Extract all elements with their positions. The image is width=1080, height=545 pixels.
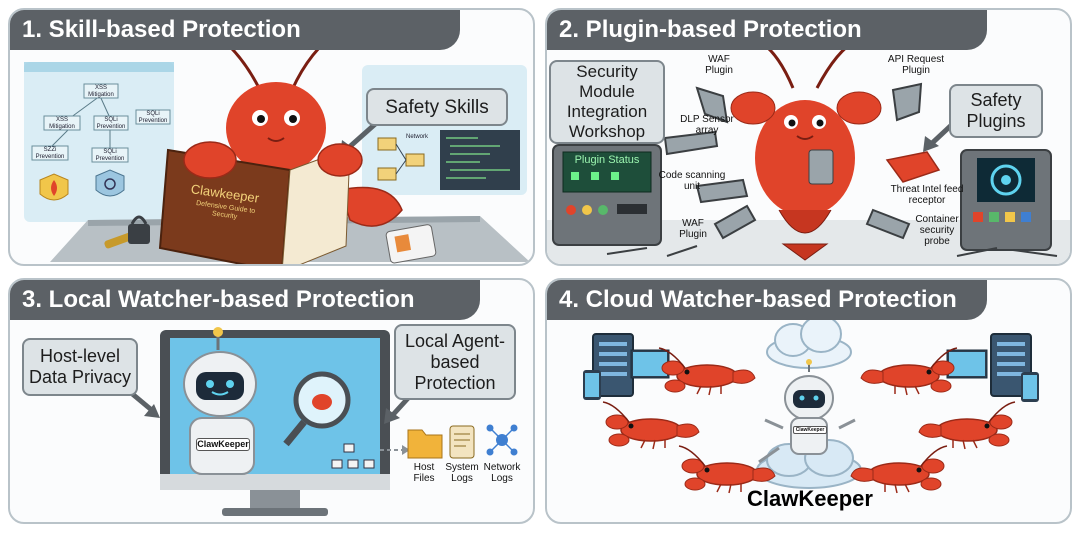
callout-integration-workshop: Security Module Integration Workshop — [549, 60, 665, 144]
skill-illustration — [24, 28, 530, 264]
holo-label-5: SZZi Prevention — [35, 147, 65, 160]
holo-label-2: XSS Mitigation — [49, 117, 75, 130]
cloud-robot-badge: ClawKeeper — [793, 426, 827, 434]
lobster-4 — [860, 347, 958, 396]
folder-icon — [407, 429, 443, 459]
system-logs-label: System Logs — [445, 462, 479, 484]
tool-label-container: Container security probe — [915, 214, 959, 247]
tool-label-api: API Request Plugin — [887, 54, 945, 76]
lobster-5 — [918, 401, 1016, 450]
tool-label-waf-bottom: WAF Plugin — [679, 218, 707, 240]
holo-label-6: SQLi Prevention — [95, 149, 125, 162]
lobster-6 — [850, 445, 948, 494]
callout-safety-plugins: Safety Plugins — [949, 84, 1043, 138]
holo-label-network: Network — [405, 134, 428, 140]
callout-local-agent-protection: Local Agent-based Protection — [394, 324, 516, 400]
lobster-2 — [602, 401, 700, 450]
clawkeeper-brand: ClawKeeper — [747, 486, 873, 511]
cloud-icon — [766, 315, 852, 369]
panel-skill-based: XSS Mitigation XSS Mitigation SQLi Preve… — [8, 8, 535, 266]
dlp-sensor-tool — [663, 130, 719, 156]
defensive-guide-book — [158, 148, 292, 264]
code-scanning-tool — [695, 178, 749, 204]
tool-label-threat: Threat Intel feed receptor — [890, 184, 964, 206]
holo-label-1: XSS Mitigation — [88, 85, 114, 98]
server-rack-right — [946, 333, 1039, 402]
lobster-body — [226, 82, 326, 174]
callout-host-level-privacy: Host-level Data Privacy — [22, 338, 138, 396]
lobster-claw-right — [317, 143, 363, 177]
api-request-plugin-tool — [891, 82, 923, 122]
lobster-claw-left — [183, 141, 237, 179]
tool-label-code: Code scanning unit — [658, 170, 726, 192]
callout-safety-skills: Safety Skills — [366, 88, 508, 126]
plugin-illustration — [547, 38, 1070, 264]
panel-cloud-watcher: ClawKeeper ClawKeeper 4. Cloud Watcher-b… — [545, 278, 1072, 524]
panel-title: 3. Local Watcher-based Protection — [10, 280, 480, 320]
cloud-watcher-illustration — [583, 315, 1039, 494]
holo-label-3: SQLi Prevention — [96, 117, 126, 130]
server-rack-left — [583, 333, 670, 400]
network-icon — [486, 424, 518, 456]
waf-plugin-tool-bottom — [713, 204, 757, 240]
lock-icon — [128, 224, 150, 244]
claw-top-right — [836, 91, 882, 125]
scroll-icon — [449, 425, 475, 459]
local-watcher-illustration — [128, 327, 518, 516]
panel-title: 4. Cloud Watcher-based Protection — [547, 280, 987, 320]
panel-title: 2. Plugin-based Protection — [547, 10, 987, 50]
center-lobster-body — [755, 100, 855, 216]
host-files-label: Host Files — [413, 462, 435, 484]
robot-badge: ClawKeeper — [196, 438, 250, 451]
lobster-3 — [678, 445, 776, 494]
threat-intel-claw — [885, 151, 941, 183]
lobster-1 — [658, 347, 756, 396]
panel-local-watcher: ClawKeeper Host Files System Logs Networ… — [8, 278, 535, 524]
shield-search-icon — [95, 169, 125, 197]
plugin-status-label: Plugin Status — [574, 154, 640, 166]
tool-label-waf-top: WAF Plugin — [705, 54, 733, 76]
tool-label-dlp: DLP Sensor array — [680, 114, 734, 136]
lobster-tail — [339, 186, 403, 227]
id-badge-icon — [385, 224, 437, 264]
network-logs-label: Network Logs — [483, 462, 521, 484]
panel-title: 1. Skill-based Protection — [10, 10, 460, 50]
holo-label-4: SQLi Prevention — [138, 111, 168, 124]
claw-top-left — [730, 91, 776, 125]
waf-plugin-tool-top — [695, 86, 729, 124]
panel-plugin-based: Plugin Status WAF Plugin API Request Plu… — [545, 8, 1072, 266]
container-probe-tool — [865, 208, 911, 240]
